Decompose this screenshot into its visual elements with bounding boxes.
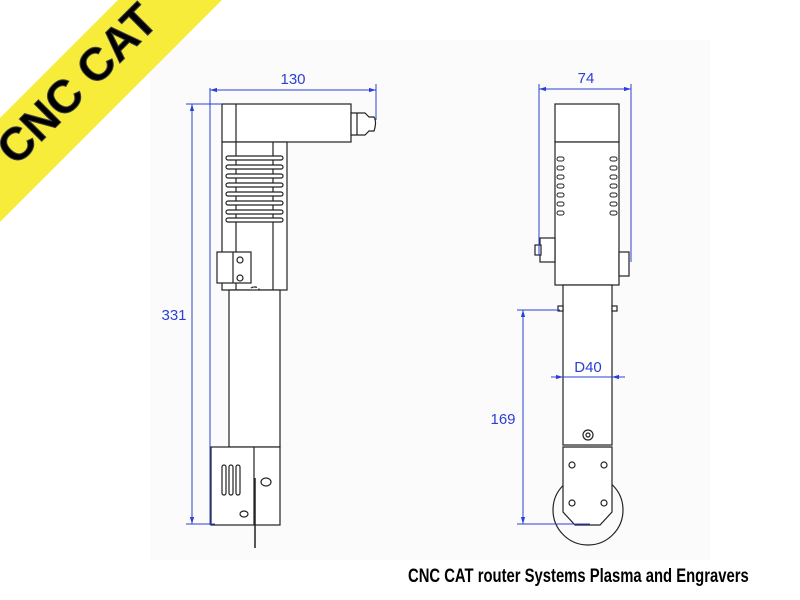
front-view [534, 103, 630, 546]
side-view [210, 103, 377, 548]
wheel-bracket [562, 446, 613, 526]
banner-logo-text: CNC CAT [0, 0, 167, 174]
height-dimension-331: 331 [161, 307, 186, 324]
clamp-front [618, 251, 630, 277]
head-housing-front [554, 103, 620, 143]
body-front [554, 141, 620, 286]
width-dimension-74: 74 [578, 70, 595, 87]
tube-height-dimension-169: 169 [490, 411, 515, 428]
air-fitting [539, 237, 556, 263]
cooling-fins [225, 155, 284, 223]
vent-slots [556, 156, 618, 216]
side-view-dimensions [186, 84, 377, 525]
caption: CNC CAT router Systems Plasma and Engrav… [408, 566, 749, 587]
tube [228, 289, 281, 448]
front-view-dimensions [517, 84, 632, 525]
clamp [216, 251, 252, 284]
head-housing [221, 103, 352, 143]
diameter-dimension-d40: D40 [574, 359, 602, 376]
width-dimension-130: 130 [280, 71, 305, 88]
tube-front [562, 284, 613, 446]
